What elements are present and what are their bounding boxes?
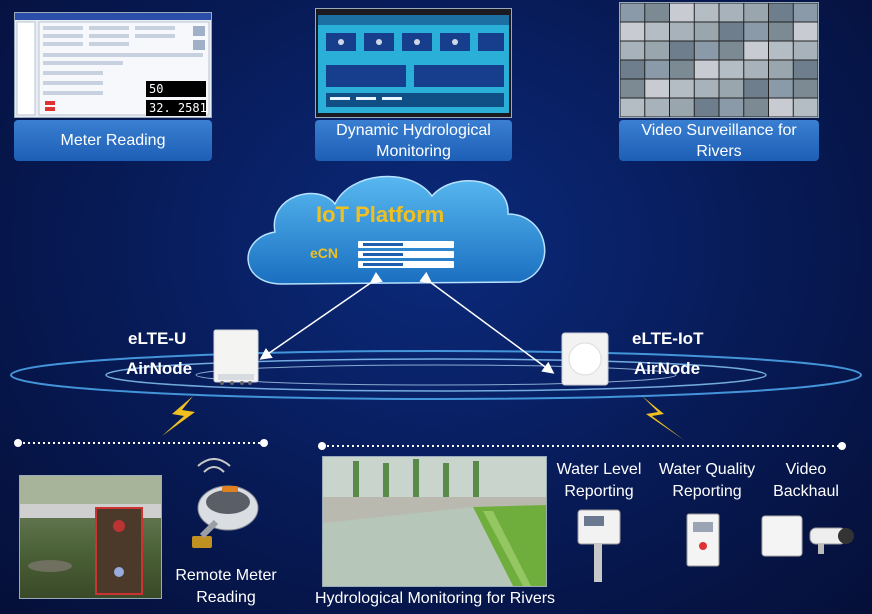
camera-feed-tile <box>620 60 645 79</box>
camera-feed-tile <box>793 79 818 98</box>
iot-cloud-shape <box>247 175 546 285</box>
camera-feed-tile <box>645 41 669 60</box>
camera-feed-tile <box>793 98 818 117</box>
camera-feed-tile <box>744 3 768 22</box>
meter-software-window <box>15 13 211 116</box>
camera-feed-tile <box>719 3 744 22</box>
camera-feed-tile <box>694 22 719 41</box>
camera-feed-tile <box>744 98 768 117</box>
camera-feed-tile <box>769 3 793 22</box>
camera-feed-tile <box>670 60 694 79</box>
camera-feed-tile <box>694 41 719 60</box>
video-surveillance-label: Video Surveillance for Rivers <box>641 121 797 160</box>
hydrological-monitoring-screenshot <box>315 8 512 118</box>
elte-iot-airnode-device-icon <box>561 332 609 386</box>
camera-feed-tile <box>645 79 669 98</box>
water-quality-sensor-icon <box>686 513 720 567</box>
meter-reading-card: Meter Reading <box>14 120 212 161</box>
camera-feed-tile <box>620 41 645 60</box>
camera-feed-tile <box>670 79 694 98</box>
camera-feed-tile <box>744 79 768 98</box>
camera-feed-tile <box>719 60 744 79</box>
scada-screen <box>318 15 509 113</box>
video-surveillance-card: Video Surveillance for Rivers <box>619 120 819 161</box>
camera-feed-tile <box>793 60 818 79</box>
camera-feed-tile <box>719 79 744 98</box>
hydrological-monitoring-label: Dynamic Hydrological Monitoring <box>336 121 491 160</box>
meter-value-1: 50 <box>149 82 164 96</box>
meter-value-display-2 <box>146 100 206 116</box>
camera-feed-tile <box>719 22 744 41</box>
camera-feed-tile <box>645 60 669 79</box>
lightning-bolt-right-icon <box>642 396 684 440</box>
camera-feed-tile <box>670 22 694 41</box>
camera-feed-tile <box>620 98 645 117</box>
smart-water-meter-icon <box>192 458 259 548</box>
camera-feed-tile <box>744 60 768 79</box>
camera-feed-tile <box>645 22 669 41</box>
video-backhaul-label: Video Backhaul <box>773 461 839 500</box>
camera-feed-tile <box>793 3 818 22</box>
iot-platform-title: IoT Platform <box>316 202 445 227</box>
video-backhaul-devices-icon <box>761 515 854 557</box>
water-level-reporting-label: Water Level Reporting <box>556 461 642 500</box>
eltu-airnode-device-icon <box>213 329 259 385</box>
meter-well-photo <box>19 475 162 599</box>
camera-feed-tile <box>793 41 818 60</box>
left-node-name-label: AirNode <box>126 359 193 378</box>
camera-feed-tile <box>620 79 645 98</box>
right-node-name-label: AirNode <box>634 359 701 378</box>
camera-feed-tile <box>719 98 744 117</box>
camera-feed-tile <box>620 3 645 22</box>
camera-feed-tile <box>793 22 818 41</box>
camera-feed-tile <box>694 60 719 79</box>
water-quality-reporting-label: Water Quality Reporting <box>658 461 756 500</box>
river-photo <box>322 456 547 587</box>
hydrological-monitoring-card: Dynamic Hydrological Monitoring <box>315 120 512 161</box>
remote-meter-reading-label: Remote Meter Reading <box>175 567 277 606</box>
ecn-server-icon <box>358 241 454 268</box>
video-surveillance-screenshot <box>619 2 819 118</box>
camera-feed-tile <box>694 3 719 22</box>
meter-reading-label: Meter Reading <box>60 132 166 149</box>
hydrological-monitoring-rivers-label: Hydrological Monitoring for Rivers <box>314 590 556 607</box>
meter-reading-screenshot: 50 32. 2581 <box>14 12 212 118</box>
lightning-bolt-left-icon <box>162 396 195 436</box>
camera-feed-tile <box>670 98 694 117</box>
left-node-type-label: eLTE-U <box>128 329 187 348</box>
camera-feed-tile <box>694 79 719 98</box>
camera-feed-tile <box>645 3 669 22</box>
camera-feed-tile <box>769 98 793 117</box>
water-level-sensor-icon <box>577 509 621 582</box>
camera-feed-tile <box>719 41 744 60</box>
camera-feed-tile <box>769 41 793 60</box>
ecn-label: eCN <box>310 245 339 261</box>
camera-feed-tile <box>744 22 768 41</box>
camera-grid <box>620 3 818 117</box>
camera-feed-tile <box>694 98 719 117</box>
camera-feed-tile <box>744 41 768 60</box>
uplink-arrow-right <box>419 271 555 374</box>
meter-value-2: 32. 2581 <box>149 101 207 115</box>
right-node-type-label: eLTE-IoT <box>632 329 704 348</box>
camera-feed-tile <box>670 41 694 60</box>
camera-feed-tile <box>620 22 645 41</box>
right-group-separator <box>318 442 846 450</box>
camera-feed-tile <box>769 79 793 98</box>
camera-feed-tile <box>645 98 669 117</box>
uplink-arrow-left <box>259 271 383 360</box>
camera-feed-tile <box>769 60 793 79</box>
camera-feed-tile <box>769 22 793 41</box>
camera-feed-tile <box>670 3 694 22</box>
meter-value-display-1 <box>146 81 206 97</box>
left-group-separator <box>14 439 268 447</box>
